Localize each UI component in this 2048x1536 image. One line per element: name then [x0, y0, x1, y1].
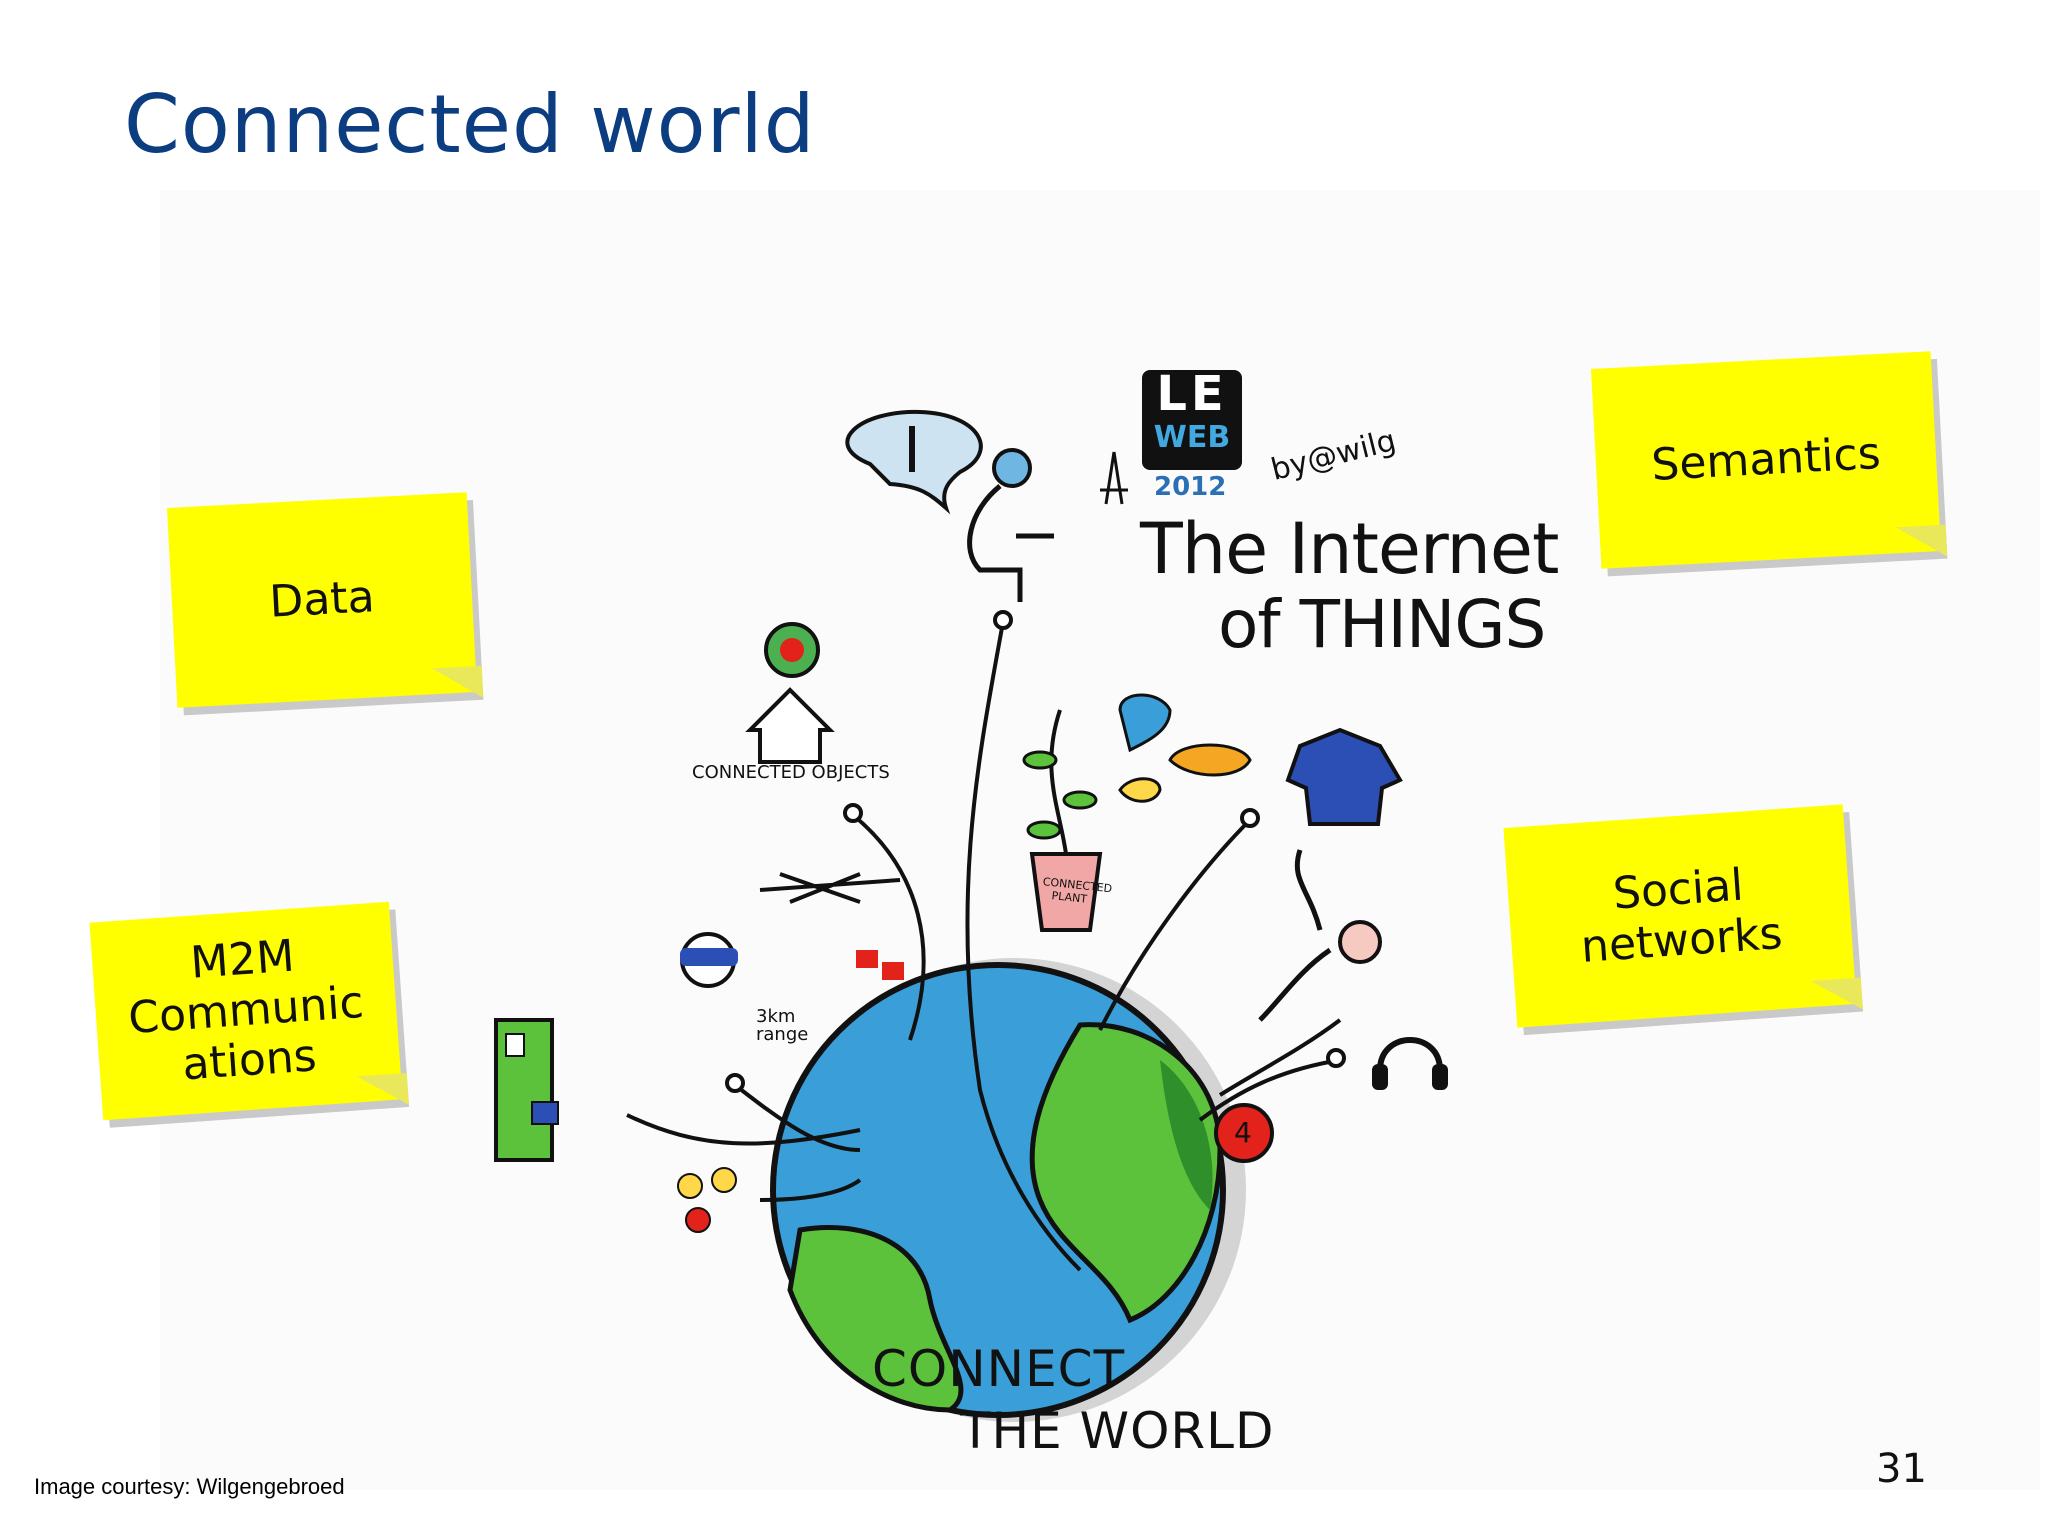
- note-fold: [356, 1072, 409, 1109]
- waving-person-head: [1338, 920, 1382, 964]
- connect-text-2: THE WORLD: [960, 1402, 1275, 1460]
- red-badge: [1214, 1103, 1274, 1163]
- leweb-le-text: LE: [1156, 366, 1228, 422]
- orange-bubble-icon: [1168, 743, 1252, 777]
- lock-icon: [531, 1101, 559, 1125]
- flower-icon: [677, 1173, 703, 1199]
- leweb-logo: [1142, 370, 1242, 470]
- connect-text-1: CONNECT: [872, 1340, 1126, 1398]
- plant-pot: [1029, 852, 1103, 932]
- headphones-icon: [1377, 1037, 1443, 1071]
- leweb-year-text: 2012: [1154, 472, 1227, 502]
- sticky-note-data: Data: [166, 492, 484, 708]
- sticky-note-m2m-label: M2M Communic ations: [123, 927, 369, 1095]
- drone-icon: [759, 872, 901, 904]
- connected-objects-text: CONNECTED OBJECTS: [692, 762, 890, 783]
- person-head: [992, 448, 1032, 488]
- sticky-note-semantics: Semantics: [1590, 351, 1948, 569]
- illustration-drawing: [494, 370, 1448, 1422]
- note-fold: [431, 665, 484, 701]
- sticky-note-semantics-label: Semantics: [1650, 427, 1882, 491]
- vr-goggles-icon: [680, 948, 738, 966]
- note-fold: [1810, 977, 1863, 1013]
- wire-terminals: [725, 610, 1346, 1093]
- headline-text-2: of THINGS: [1218, 586, 1546, 663]
- shirt-icon: [1285, 727, 1403, 826]
- globe-land-south: [787, 1225, 964, 1413]
- plant-stem: [1049, 709, 1068, 855]
- house-icon: [745, 687, 835, 764]
- page-number: 31: [1876, 1446, 1927, 1492]
- waving-person-body: [1258, 849, 1332, 1022]
- note-fold: [1895, 524, 1948, 560]
- slide-title: Connected world: [124, 78, 816, 171]
- image-credit: Image courtesy: Wilgengebroed: [34, 1474, 345, 1499]
- person-body: [967, 484, 1023, 602]
- smiley-bubble-icon: [1118, 777, 1162, 803]
- sticky-note-social-label: Social networks: [1576, 858, 1784, 973]
- leweb-web-text: WEB: [1153, 420, 1231, 455]
- sticky-note-data-label: Data: [268, 570, 376, 628]
- range-text: 3km range: [756, 1006, 809, 1045]
- rain-bubble-icon: [1118, 693, 1172, 753]
- connection-wires: [626, 621, 1342, 1272]
- eiffel-tower-icon: [1100, 451, 1128, 505]
- headline-text-1: The Internet: [1140, 508, 1559, 590]
- badge-number: 4: [1234, 1116, 1252, 1149]
- globe-land-shade: [1160, 1060, 1213, 1210]
- fire-icon: [780, 638, 804, 662]
- sticky-note-m2m: M2M Communic ations: [89, 901, 409, 1121]
- sticky-note-social-networks: Social networks: [1503, 804, 1863, 1028]
